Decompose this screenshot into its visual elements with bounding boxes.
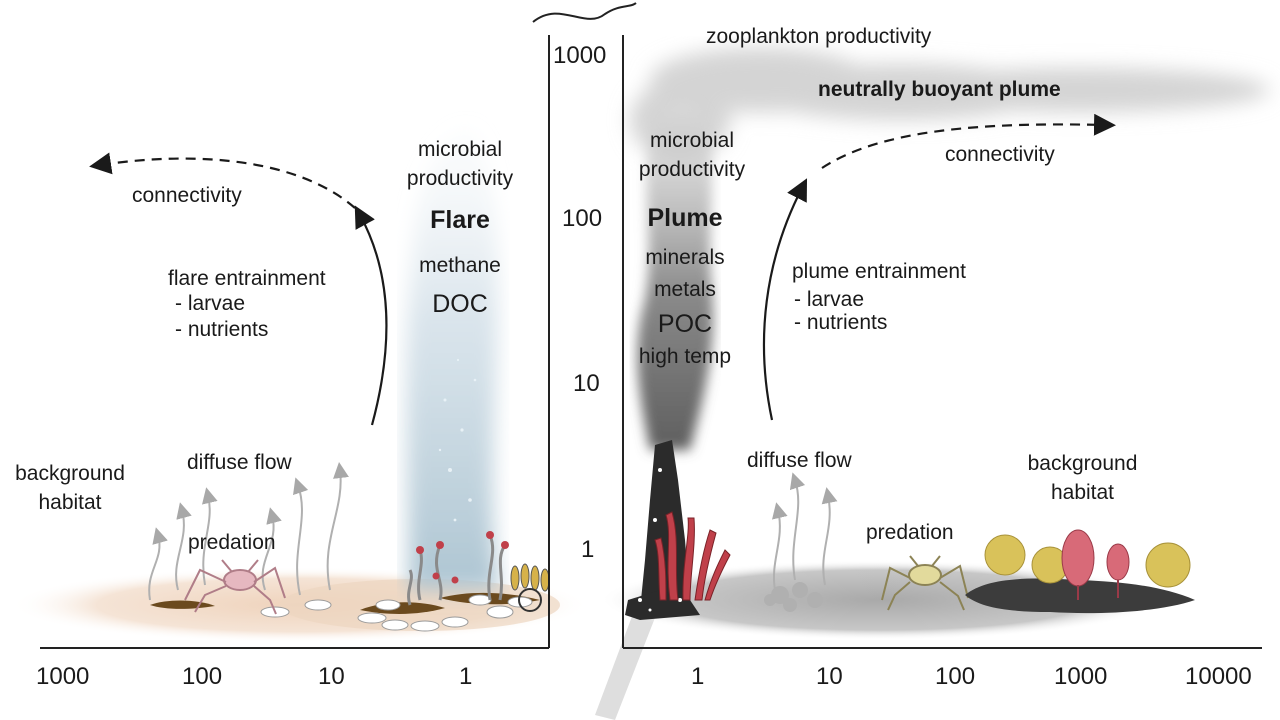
flare-entrainment-item-nutrients: - nutrients bbox=[175, 318, 269, 341]
right-connectivity-label: connectivity bbox=[945, 143, 1055, 166]
flare-entrainment-arrow bbox=[354, 205, 388, 426]
plume-item-poc: POC bbox=[657, 310, 713, 338]
flare-entrainment-item-larvae: - larvae bbox=[175, 292, 246, 315]
watermark-slash bbox=[595, 595, 660, 720]
left-tick-1000: 1000 bbox=[36, 663, 90, 690]
left-tubeworm-tips bbox=[416, 531, 509, 584]
black-smoker-chimney bbox=[625, 440, 700, 620]
plume-item-high-temp: high temp bbox=[638, 345, 732, 368]
right-connectivity-arrow bbox=[821, 113, 1116, 169]
plume-entrainment-title: plume entrainment bbox=[792, 260, 966, 283]
plume-title: Plume bbox=[647, 204, 723, 232]
flare-entrainment-title: flare entrainment bbox=[168, 267, 326, 290]
right-tick-1: 1 bbox=[691, 663, 705, 690]
pink-sea-fans bbox=[1061, 529, 1130, 600]
right-microbial-line2: productivity bbox=[638, 158, 746, 182]
right-predation-label: predation bbox=[866, 521, 954, 544]
plume-entrainment-item-nutrients: - nutrients bbox=[794, 311, 888, 334]
vertical-tick-1: 1 bbox=[581, 536, 595, 563]
vertical-tick-100: 100 bbox=[562, 205, 603, 232]
left-background-line2: habitat bbox=[38, 491, 102, 515]
left-microbial-line1: microbial bbox=[417, 138, 503, 161]
right-microbial-label: microbial productivity bbox=[622, 128, 762, 182]
plume-item-metals: metals bbox=[654, 278, 716, 301]
left-connectivity-label: connectivity bbox=[132, 184, 242, 207]
left-predation-label: predation bbox=[188, 531, 276, 554]
right-crab-icon bbox=[881, 555, 969, 611]
right-rubble bbox=[764, 582, 823, 612]
right-background-line1: background bbox=[1027, 452, 1138, 475]
right-background-line2: habitat bbox=[1050, 481, 1115, 505]
neutrally-buoyant-label: neutrally buoyant plume bbox=[818, 78, 1061, 101]
left-diffuse-flow-arrows bbox=[148, 462, 349, 601]
left-tick-100: 100 bbox=[182, 663, 223, 690]
left-connectivity-arrow bbox=[89, 152, 356, 209]
left-microbial-label: microbial productivity bbox=[390, 137, 530, 191]
plume-entrainment-item-larvae: - larvae bbox=[794, 288, 865, 311]
right-tick-10000: 10000 bbox=[1185, 663, 1252, 690]
left-microbial-line2: productivity bbox=[406, 167, 514, 191]
vertical-tick-10: 10 bbox=[573, 370, 600, 397]
right-tick-10: 10 bbox=[816, 663, 843, 690]
left-snail-icon bbox=[518, 588, 542, 612]
right-microbial-line1: microbial bbox=[649, 129, 735, 152]
flare-title: Flare bbox=[430, 206, 490, 234]
flare-plume bbox=[406, 130, 500, 590]
right-background-habitat-label: background habitat bbox=[1010, 451, 1155, 505]
right-diffuse-flow-label: diffuse flow bbox=[747, 449, 852, 472]
yellow-corals bbox=[984, 534, 1191, 588]
plume-entrainment-arrow bbox=[762, 178, 808, 421]
left-tick-10: 10 bbox=[318, 663, 345, 690]
left-background-line1: background bbox=[15, 462, 125, 485]
left-crab-icon bbox=[184, 559, 286, 615]
left-diffuse-flow-label: diffuse flow bbox=[187, 451, 292, 474]
plume-item-minerals: minerals bbox=[645, 246, 725, 269]
flare-bubbles bbox=[438, 358, 477, 522]
flare-item-methane: methane bbox=[419, 254, 501, 277]
black-plume bbox=[637, 102, 714, 450]
left-background-habitat-label: background habitat bbox=[0, 461, 140, 515]
zooplankton-label: zooplankton productivity bbox=[706, 25, 932, 48]
left-mussels bbox=[510, 563, 550, 592]
right-diffuse-flow-arrows bbox=[772, 472, 838, 591]
vertical-tick-1000: 1000 bbox=[553, 42, 607, 69]
right-tick-100: 100 bbox=[935, 663, 976, 690]
left-tick-1: 1 bbox=[459, 663, 473, 690]
flare-item-doc: DOC bbox=[432, 290, 488, 318]
right-tick-1000: 1000 bbox=[1054, 663, 1108, 690]
axis-break-squiggle bbox=[532, 2, 637, 23]
background-rock bbox=[965, 578, 1195, 614]
red-tubeworms bbox=[654, 511, 731, 601]
